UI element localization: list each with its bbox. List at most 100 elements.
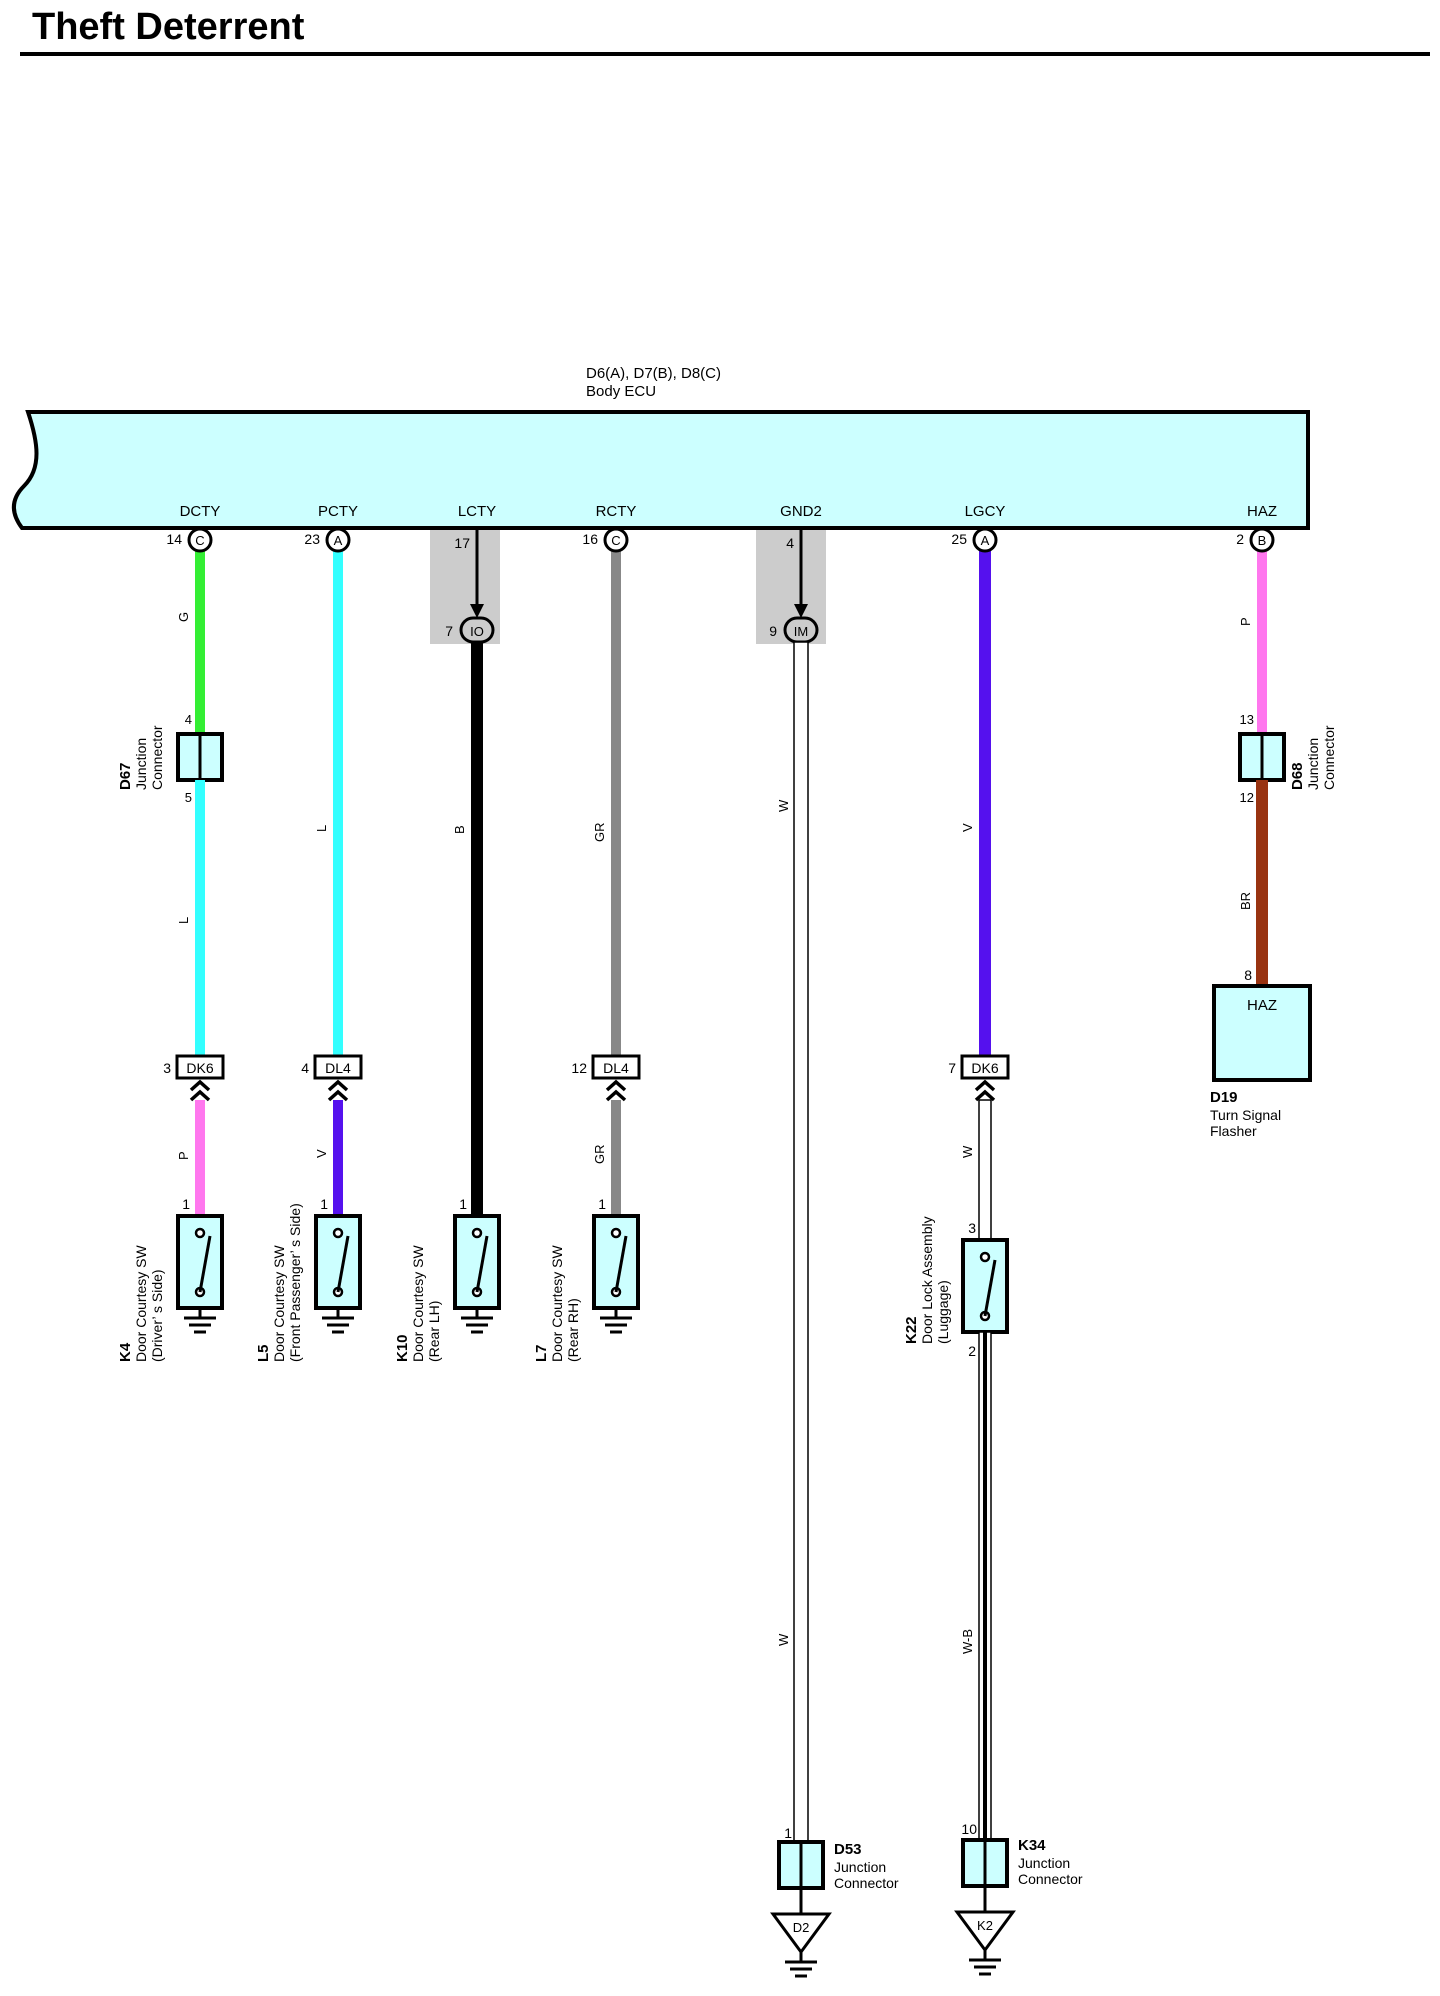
junction-connector-d53 [777, 1840, 825, 1890]
pin-number: 23 [304, 531, 320, 547]
splice-label: IM [794, 624, 808, 639]
terminal-label-pcty: PCTY [318, 503, 358, 520]
component-name: Turn Signal [1210, 1107, 1281, 1123]
pin-number: 10 [961, 1821, 977, 1837]
connector-letter: A [334, 533, 343, 548]
plug-chevron [605, 1080, 627, 1102]
component-name: Door Courtesy SW [410, 1245, 426, 1362]
wire-color-label: GR [592, 1145, 607, 1165]
connector-name: Junction [834, 1859, 886, 1875]
pin-number: 12 [571, 1060, 587, 1076]
component-name: (Rear RH) [565, 1298, 581, 1362]
wire-br [1256, 780, 1268, 986]
connector-letter: A [981, 533, 990, 548]
ecu-body [12, 410, 1310, 530]
pin-number: 1 [784, 1825, 792, 1841]
pin-number: 7 [948, 1060, 956, 1076]
pin-number: 9 [769, 623, 777, 639]
wire-color-label: GR [592, 823, 607, 843]
connector-label: DK6 [186, 1060, 213, 1076]
junction-connector-k34 [961, 1838, 1009, 1888]
wire-p [195, 1100, 205, 1216]
connector-code-d67: D67 [117, 762, 134, 790]
connector-name: Connector [149, 725, 165, 790]
component-name: (Front Passenger’ s Side) [287, 1203, 303, 1362]
connector-pin-circle [187, 527, 213, 553]
wire-color-label: V [314, 1149, 329, 1158]
terminal-label-dcty: DCTY [180, 503, 221, 520]
pin-number: 4 [301, 1060, 309, 1076]
pin-number: 16 [582, 531, 598, 547]
connector-code-d53: D53 [834, 1841, 862, 1858]
connector-letter: B [1258, 533, 1267, 548]
ground-icon [182, 1306, 218, 1334]
wire-color-label: L [176, 917, 191, 924]
wire-gr [611, 1100, 621, 1216]
terminal-label-gnd2: GND2 [780, 503, 822, 520]
wire-color-label: BR [1238, 892, 1253, 910]
pin-number: 1 [598, 1196, 606, 1212]
connector-dl4 [313, 1054, 363, 1080]
switch-k22 [961, 1238, 1009, 1334]
junction-connector-d68 [1238, 732, 1286, 782]
ground-icon [967, 1948, 1003, 1976]
wire-v [979, 548, 991, 1056]
arrow-icon [470, 604, 484, 618]
page-title: Theft Deterrent [32, 6, 305, 48]
terminal-label-haz: HAZ [1247, 503, 1277, 520]
pin-number: 1 [459, 1196, 467, 1212]
ground-icon [598, 1306, 634, 1334]
wire-color-label: B [452, 825, 467, 834]
ground-icon [320, 1306, 356, 1334]
pin-number: 2 [1236, 531, 1244, 547]
wire-color-label: P [176, 1151, 191, 1160]
terminal-label-lcty: LCTY [458, 503, 496, 520]
connector-name: Connector [1018, 1871, 1083, 1887]
plug-chevron [327, 1080, 349, 1102]
pin-number: 7 [445, 623, 453, 639]
connector-label: DL4 [603, 1060, 629, 1076]
wire-gr [611, 548, 621, 1056]
ground-point-label: D2 [793, 1920, 810, 1935]
connector-pin-circle [972, 527, 998, 553]
switch-k10 [453, 1214, 501, 1310]
pin-number: 25 [951, 531, 967, 547]
component-code-k22: K22 [903, 1316, 920, 1344]
wire-w [793, 641, 809, 1843]
wire-b [471, 642, 483, 1216]
connector-pin-circle [1249, 527, 1275, 553]
wire-color-label: L [314, 825, 329, 832]
terminal-label-lgcy: LGCY [965, 503, 1006, 520]
component-code-k4: K4 [117, 1342, 134, 1362]
wire-color-label: G [176, 612, 191, 622]
component-name: Door Courtesy SW [133, 1245, 149, 1362]
switch-l7 [592, 1214, 640, 1310]
plug-chevron [189, 1080, 211, 1102]
wire-color-label: W [776, 1633, 791, 1646]
component-name: Flasher [1210, 1123, 1257, 1139]
connector-name: Connector [1321, 725, 1337, 790]
switch-k4 [176, 1214, 224, 1310]
pin-number: 17 [454, 535, 470, 551]
wire-l [195, 780, 205, 1056]
component-d19 [1212, 984, 1312, 1082]
ecu-name: Body ECU [586, 383, 656, 400]
component-name: Door Lock Assembly [919, 1216, 935, 1344]
ground-point-label: K2 [977, 1918, 993, 1933]
junction-connector-d67 [176, 732, 224, 782]
component-name: (Luggage) [935, 1280, 951, 1344]
wire-color-label: W [776, 799, 791, 812]
wire-color-label: W-B [960, 1629, 975, 1654]
connector-pin-circle [325, 527, 351, 553]
wire-color-label: W [960, 1145, 975, 1158]
arrow-icon [794, 604, 808, 618]
pin-number: 12 [1240, 790, 1254, 805]
connector-dk6 [175, 1054, 225, 1080]
wire-v [333, 1100, 343, 1216]
pin-number: 13 [1240, 712, 1254, 727]
ground-icon [783, 1950, 819, 1978]
component-code-l5: L5 [255, 1344, 272, 1362]
pin-number: 2 [968, 1343, 976, 1359]
wire-l [333, 548, 343, 1056]
